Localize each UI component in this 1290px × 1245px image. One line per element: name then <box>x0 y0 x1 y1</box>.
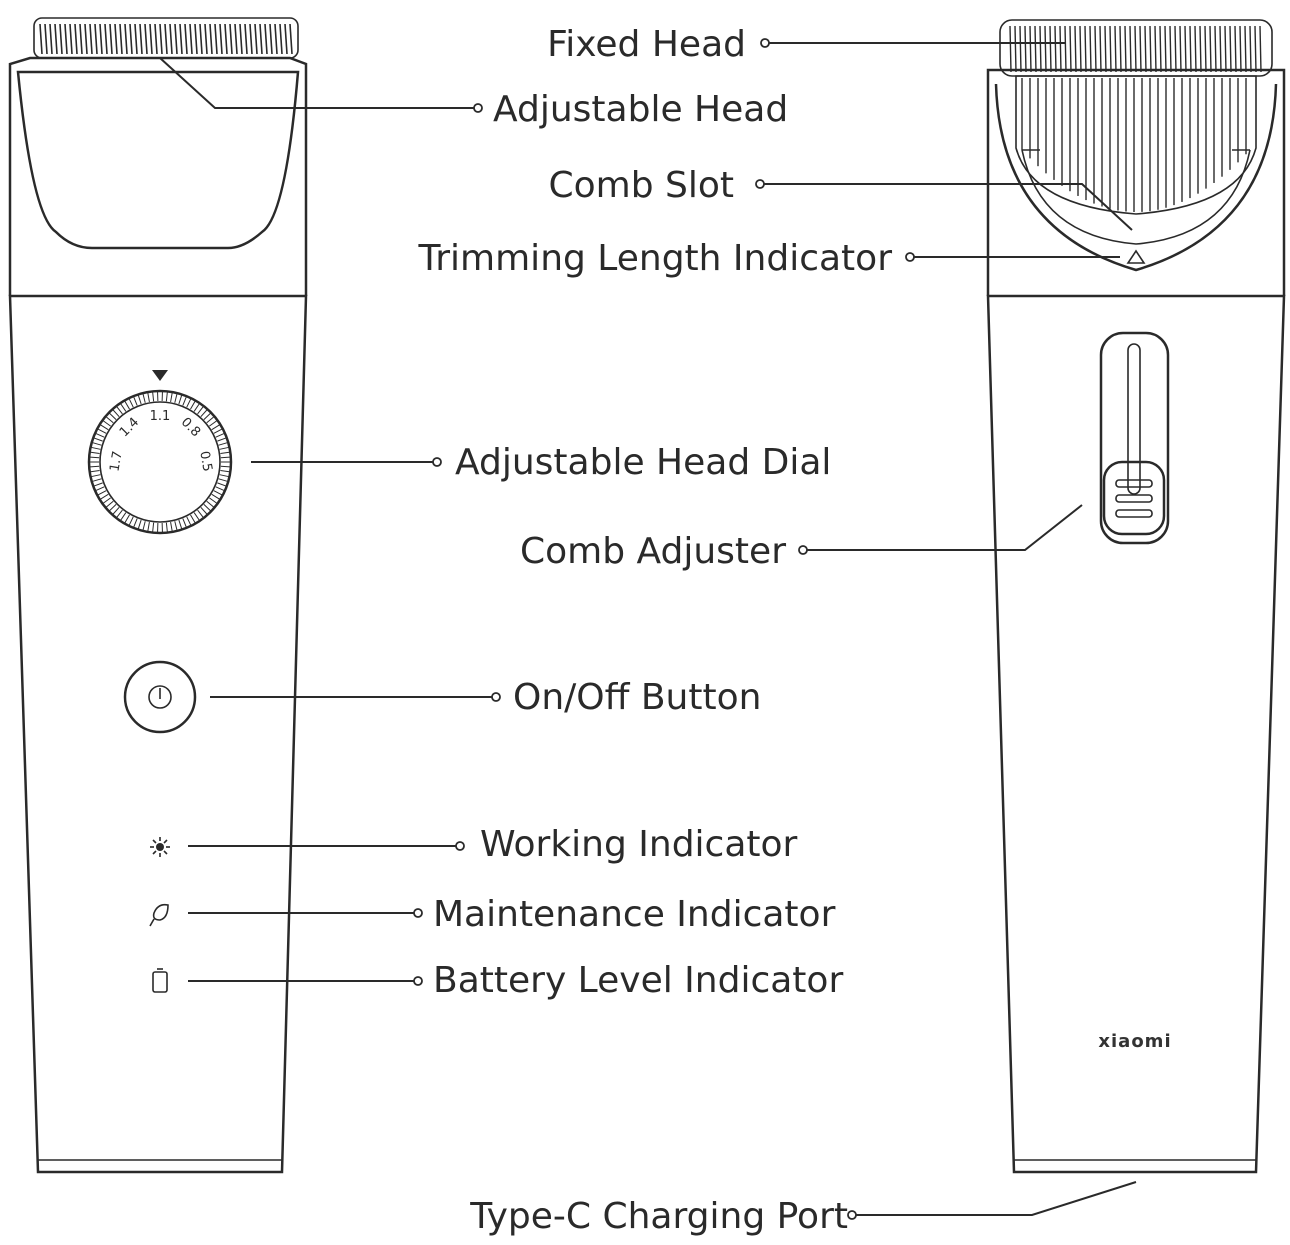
dial-mark-5: 0.5 <box>196 450 214 473</box>
label-adjustable-head-dial: Adjustable Head Dial <box>455 442 831 483</box>
label-working-indicator: Working Indicator <box>480 824 798 865</box>
label-fixed-head: Fixed Head <box>547 24 746 65</box>
power-button-ring <box>123 660 197 734</box>
adjustable-head-shape <box>16 70 300 250</box>
triangle-up-icon <box>1126 249 1146 264</box>
label-type-c-charging-port: Type-C Charging Port <box>469 1196 848 1237</box>
comb-teeth-outline <box>1015 75 1257 215</box>
label-on-off-button: On/Off Button <box>513 677 761 718</box>
dial-mark-1: 1.7 <box>107 450 125 473</box>
leader-comb-slot <box>760 183 1133 231</box>
comb-adjuster[interactable] <box>1099 331 1170 545</box>
front-blade-housing <box>33 17 299 59</box>
comb-teeth <box>1021 78 1247 212</box>
label-comb-slot: Comb Slot <box>548 165 734 206</box>
label-battery-level-indicator: Battery Level Indicator <box>433 960 843 1001</box>
label-adjustable-head: Adjustable Head <box>493 89 788 130</box>
dial-mark-3: 1.1 <box>150 409 171 424</box>
front-head-block <box>8 56 308 296</box>
power-icon <box>148 685 172 709</box>
dial-knurling <box>90 392 230 532</box>
oil-drop-icon <box>149 903 169 927</box>
comb-adjuster-track-outer <box>1099 331 1170 545</box>
leader-lines <box>159 38 1137 1220</box>
dial-outer-ring <box>87 389 233 535</box>
comb-frame-inner <box>1021 149 1251 245</box>
leader-type-c <box>852 1181 1137 1216</box>
trimmer-front-view: 1.7 1.4 1.1 0.8 0.5 <box>8 17 308 1174</box>
back-body <box>986 294 1286 1174</box>
sun-icon <box>150 837 170 857</box>
leader-adjustable-head <box>159 57 478 109</box>
label-comb-adjuster: Comb Adjuster <box>520 531 786 572</box>
on-off-button[interactable] <box>123 660 197 734</box>
trimmer-back-view: xiaomi <box>986 19 1286 1174</box>
front-blade-teeth <box>39 23 293 55</box>
adjustable-head-dial[interactable]: 1.7 1.4 1.1 0.8 0.5 <box>87 370 233 535</box>
comb-frame-outer <box>994 83 1278 272</box>
comb-adjuster-slot <box>1127 343 1141 495</box>
battery-icon <box>152 968 168 993</box>
dial-inner-ring <box>99 401 221 523</box>
dial-pointer-icon <box>152 370 168 381</box>
labels: Fixed Head Adjustable Head Comb Slot Tri… <box>418 24 893 1237</box>
back-blade-teeth <box>1009 25 1262 73</box>
dial-mark-4: 0.8 <box>178 415 203 440</box>
comb-adjuster-knob <box>1102 460 1166 536</box>
label-trimming-length-indicator: Trimming Length Indicator <box>418 238 893 279</box>
leader-comb-adjuster <box>803 504 1083 551</box>
label-maintenance-indicator: Maintenance Indicator <box>433 894 836 935</box>
front-body <box>8 294 308 1174</box>
dial-mark-2: 1.4 <box>117 415 142 440</box>
brand-logo: xiaomi <box>1098 1031 1171 1052</box>
comb-adjuster-grips <box>1115 479 1153 518</box>
